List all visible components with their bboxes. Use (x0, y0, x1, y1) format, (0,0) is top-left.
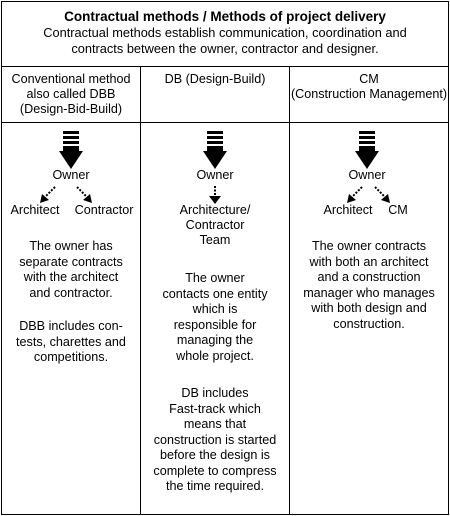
heading-line: Conventional method (11, 72, 131, 86)
owner-label: Owner (196, 168, 234, 182)
text-line: with both design and (311, 301, 427, 315)
text-line: whole project. (176, 348, 254, 363)
diagram-subtitle: Contractual methods establish communicat… (43, 25, 407, 56)
cm-description: The owner contracts with both an archite… (294, 239, 444, 332)
text-line: and a construction (317, 270, 421, 284)
db-description: The owner contacts one entity which is r… (145, 271, 285, 364)
down-arrow-icon (355, 131, 379, 169)
architect-node: Architect (323, 203, 373, 217)
text-line: manager who manages (303, 285, 435, 300)
arrow-down-left-icon (347, 186, 363, 203)
text-line: Architecture/ (179, 203, 251, 217)
diagram-header: Contractual methods / Methods of project… (2, 2, 448, 67)
text-line: with both an architect (309, 254, 429, 269)
owner-label: Owner (52, 168, 90, 182)
column-dbb: Conventional method also called DBB (Des… (2, 67, 141, 514)
arrow-down-icon (209, 186, 221, 204)
down-arrow-icon (59, 131, 83, 169)
cm-node: CM (388, 203, 408, 217)
column-heading-db: DB (Design-Build) (141, 67, 289, 123)
owner-label: Owner (348, 168, 386, 182)
text-line: Team (199, 233, 231, 247)
architect-node: Architect (10, 203, 60, 217)
text-line: DBB includes con- (19, 319, 123, 333)
arrow-down-right-icon (374, 186, 390, 203)
text-line: construction. (333, 316, 405, 331)
heading-line: CM (359, 72, 379, 86)
text-line: Contractor (185, 218, 245, 232)
dbb-includes-note: DBB includes con- tests, charettes and c… (6, 319, 136, 366)
text-line: The owner contracts (311, 239, 427, 253)
text-line: The owner has (29, 239, 113, 253)
dbb-description: The owner has separate contracts with th… (6, 239, 136, 301)
diagram-title: Contractual methods / Methods of project… (64, 9, 386, 24)
text-line: construction is started (153, 432, 277, 447)
column-heading-cm: CM (Construction Management) (290, 67, 448, 123)
text-line: tests, charettes and (16, 334, 126, 349)
text-line: The owner (185, 271, 245, 285)
text-line: complete to compress (153, 463, 277, 478)
text-line: before the design is (160, 448, 270, 462)
heading-line: (Design-Bid-Build) (19, 102, 123, 116)
team-node: Architecture/ Contractor Team (145, 203, 285, 248)
text-line: and contractor. (29, 285, 113, 300)
text-line: the time required. (165, 479, 264, 493)
text-line: means that (183, 417, 247, 431)
down-arrow-icon (203, 131, 227, 169)
db-fast-track-note: DB includes Fast-track which means that … (143, 386, 287, 495)
text-line: separate contracts (19, 254, 123, 269)
text-line: responsible for (173, 317, 257, 332)
heading-line: DB (Design-Build) (164, 72, 266, 86)
text-line: competitions. (33, 350, 109, 364)
text-line: DB includes (181, 386, 249, 400)
text-line: Fast-track which (169, 401, 261, 416)
arrow-down-left-icon (40, 186, 56, 203)
arrow-down-right-icon (76, 186, 92, 203)
text-line: which is (192, 302, 238, 316)
heading-line: (Construction Management) (290, 87, 448, 101)
text-line: with the architect (23, 270, 119, 284)
contractor-node: Contractor (74, 203, 134, 217)
heading-line: also called DBB (26, 87, 116, 101)
text-line: contacts one entity (162, 286, 268, 301)
column-heading-dbb: Conventional method also called DBB (Des… (2, 67, 140, 123)
text-line: managing the (176, 333, 254, 347)
column-cm: CM (Construction Management) Owner Archi… (290, 67, 448, 514)
column-db: DB (Design-Build) Owner Architecture/ Co… (141, 67, 290, 514)
